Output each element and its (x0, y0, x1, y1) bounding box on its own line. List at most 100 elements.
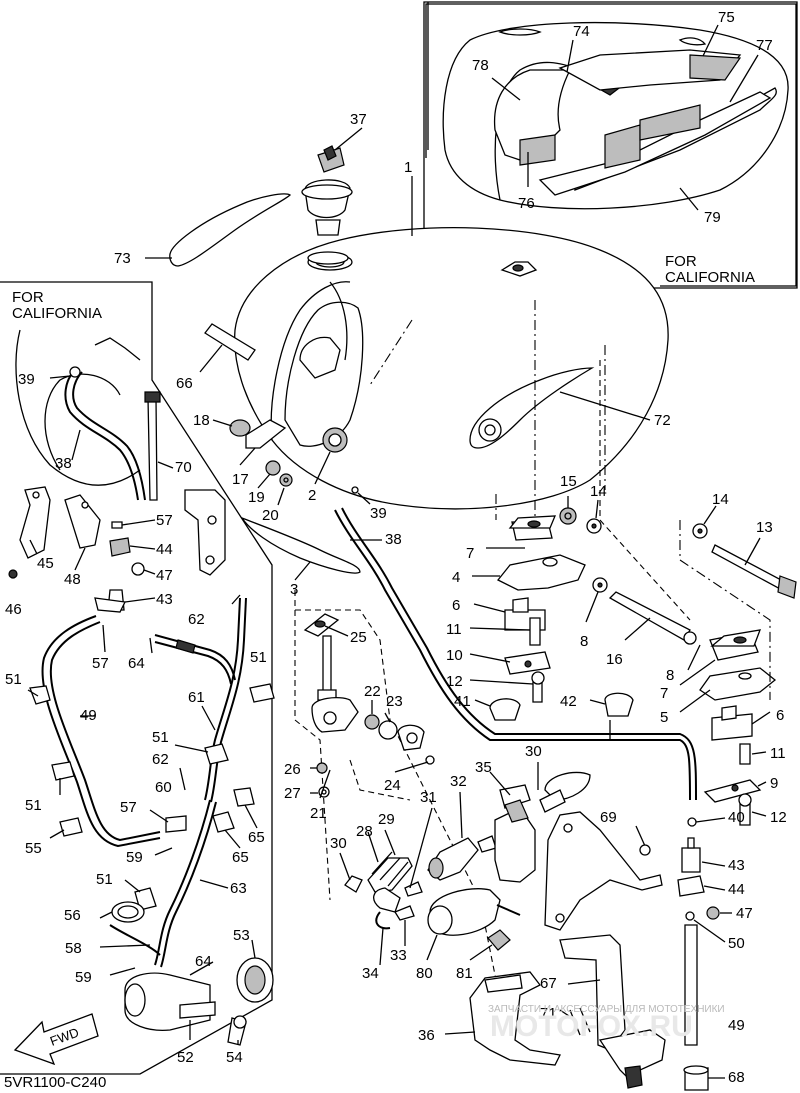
callout-71: 71 (540, 1005, 557, 1022)
callout-39-left: 39 (18, 371, 35, 388)
callout-29: 29 (378, 811, 395, 828)
callout-55: 55 (25, 840, 42, 857)
callout-51-b: 51 (5, 671, 22, 688)
callout-78: 78 (472, 57, 489, 74)
callout-48: 48 (64, 571, 81, 588)
callout-54: 54 (226, 1049, 243, 1066)
callout-23: 23 (386, 693, 403, 710)
callout-17: 17 (232, 471, 249, 488)
callout-62-b: 62 (152, 751, 169, 768)
watermark-logo: MOTOFOX.RU (490, 1010, 693, 1043)
callout-9: 9 (770, 775, 778, 792)
callout-38-main: 38 (385, 531, 402, 548)
callout-81: 81 (456, 965, 473, 982)
callout-51-e: 51 (96, 871, 113, 888)
callout-50: 50 (728, 935, 745, 952)
callout-7-a: 7 (466, 545, 474, 562)
right-mount (679, 505, 797, 826)
pump-bracket (444, 720, 666, 1089)
callout-80: 80 (416, 965, 433, 982)
callout-28: 28 (356, 823, 373, 840)
callout-72: 72 (654, 412, 671, 429)
callout-57-a: 57 (156, 512, 173, 529)
callout-38-left: 38 (55, 455, 72, 472)
callout-52: 52 (177, 1049, 194, 1066)
callout-44-left: 44 (156, 541, 173, 558)
callout-79: 79 (704, 209, 721, 226)
callout-11-a: 11 (446, 621, 462, 638)
callout-10: 10 (446, 647, 463, 664)
callout-59-b: 59 (75, 969, 92, 986)
callout-43-left: 43 (156, 591, 173, 608)
fuel-cock (303, 613, 435, 799)
callout-58: 58 (65, 940, 82, 957)
callout-65-a: 65 (248, 829, 265, 846)
callout-34: 34 (362, 965, 379, 982)
callout-5: 5 (660, 709, 668, 726)
inset-left-label-line2: CALIFORNIA (12, 305, 102, 322)
callout-68: 68 (728, 1069, 745, 1086)
callout-43-right: 43 (728, 857, 745, 874)
callout-51-d: 51 (25, 797, 42, 814)
callout-16: 16 (606, 651, 623, 668)
fwd-arrow-icon: FWD (13, 1013, 99, 1066)
california-inset-left: FOR CALIFORNIA (0, 281, 275, 1075)
callout-20: 20 (262, 507, 279, 524)
rear-mount (469, 496, 697, 721)
callout-41: 41 (454, 693, 471, 710)
tank-cover-73 (169, 193, 292, 267)
callout-12-b: 12 (770, 809, 787, 826)
callout-65-b: 65 (232, 849, 249, 866)
callout-24: 24 (384, 777, 401, 794)
fuel-tank (234, 227, 669, 510)
callout-40: 40 (728, 809, 745, 826)
mount-parts-left (212, 419, 293, 506)
inset-top-label-line1: FOR (665, 253, 697, 270)
california-inset-top (423, 1, 798, 291)
callout-64-b: 64 (195, 953, 212, 970)
callout-30-a: 30 (330, 835, 347, 852)
callout-75: 75 (718, 9, 735, 26)
callout-60: 60 (155, 779, 172, 796)
callout-64-a: 64 (128, 655, 145, 672)
callout-45: 45 (37, 555, 54, 572)
callout-2: 2 (308, 487, 316, 504)
callout-69: 69 (600, 809, 617, 826)
callout-57-c: 57 (120, 799, 137, 816)
callout-63: 63 (230, 880, 247, 897)
callout-8-a: 8 (580, 633, 588, 650)
callout-22: 22 (364, 683, 381, 700)
inset-top-label-line2: CALIFORNIA (665, 269, 755, 286)
callout-3: 3 (290, 581, 298, 598)
callout-67: 67 (540, 975, 557, 992)
callout-70: 70 (175, 459, 192, 476)
callout-13: 13 (756, 519, 773, 536)
callout-37: 37 (350, 111, 367, 128)
callout-46: 46 (5, 601, 22, 618)
callout-32: 32 (450, 773, 467, 790)
callout-76: 76 (518, 195, 535, 212)
callout-18: 18 (193, 412, 210, 429)
callout-59-a: 59 (126, 849, 143, 866)
callout-47-left: 47 (156, 567, 173, 584)
callout-11-b: 11 (770, 745, 786, 762)
inset-left-label-line1: FOR (12, 289, 44, 306)
callout-74: 74 (573, 23, 590, 40)
right-lower-parts (677, 817, 732, 1091)
callout-30-b: 30 (525, 743, 542, 760)
callout-56: 56 (64, 907, 81, 924)
callout-14-a: 14 (590, 483, 607, 500)
callout-49-right: 49 (728, 1017, 745, 1034)
callout-6-a: 6 (452, 597, 460, 614)
callout-35: 35 (475, 759, 492, 776)
callout-77: 77 (756, 37, 773, 54)
callout-53: 53 (233, 927, 250, 944)
callout-62-a: 62 (188, 611, 205, 628)
diagram-code: 5VR1100-C240 (4, 1074, 106, 1091)
tube-66 (204, 323, 256, 361)
fuel-cap (301, 127, 363, 265)
callout-61: 61 (188, 689, 205, 706)
callout-19: 19 (248, 489, 265, 506)
callout-73: 73 (114, 250, 131, 267)
